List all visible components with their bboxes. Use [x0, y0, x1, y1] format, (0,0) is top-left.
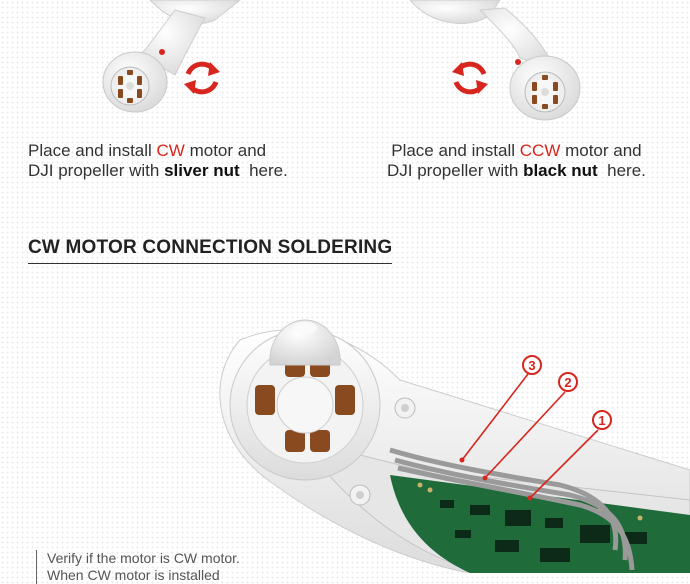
- cw-highlight: CW: [156, 141, 185, 160]
- drone-arms-illustration: [102, 0, 581, 121]
- note-line-1: Verify if the motor is CW motor.: [47, 550, 240, 566]
- wire-marker-3: 3: [522, 355, 542, 375]
- black-nut-label: black nut: [523, 161, 598, 180]
- rotate-clockwise-icon: [184, 61, 220, 95]
- rotate-counterclockwise-icon: [452, 61, 488, 95]
- caption-text: motor and: [560, 141, 642, 160]
- cw-install-caption: Place and install CW motor and DJI prope…: [28, 141, 288, 181]
- caption-text: motor and: [184, 141, 267, 160]
- propeller-hub: [269, 319, 341, 366]
- leader-lines: [461, 373, 599, 499]
- verification-note: Verify if the motor is CW motor. When CW…: [36, 550, 240, 584]
- caption-text: here.: [597, 161, 646, 180]
- motor-wires: [389, 447, 635, 571]
- caption-text: Place and install: [28, 141, 157, 160]
- left-arm: [102, 0, 241, 113]
- caption-text: DJI propeller with: [387, 161, 524, 180]
- caption-text: DJI propeller with: [28, 161, 165, 180]
- silver-nut-label: sliver nut: [164, 161, 240, 180]
- wire-marker-2: 2: [558, 372, 578, 392]
- motor-windings: [255, 355, 355, 452]
- pcb-components: [440, 500, 647, 562]
- ccw-highlight: CCW: [519, 141, 561, 160]
- right-arm: [409, 0, 581, 121]
- section-title: CW MOTOR CONNECTION SOLDERING: [28, 237, 393, 264]
- caption-text: here.: [239, 161, 288, 180]
- wire-marker-1: 1: [592, 410, 612, 430]
- ccw-install-caption: Place and install CCW motor and DJI prop…: [387, 141, 646, 181]
- motor-soldering-illustration: [219, 319, 690, 573]
- caption-text: Place and install: [391, 141, 520, 160]
- note-line-2: When CW motor is installed: [47, 567, 220, 583]
